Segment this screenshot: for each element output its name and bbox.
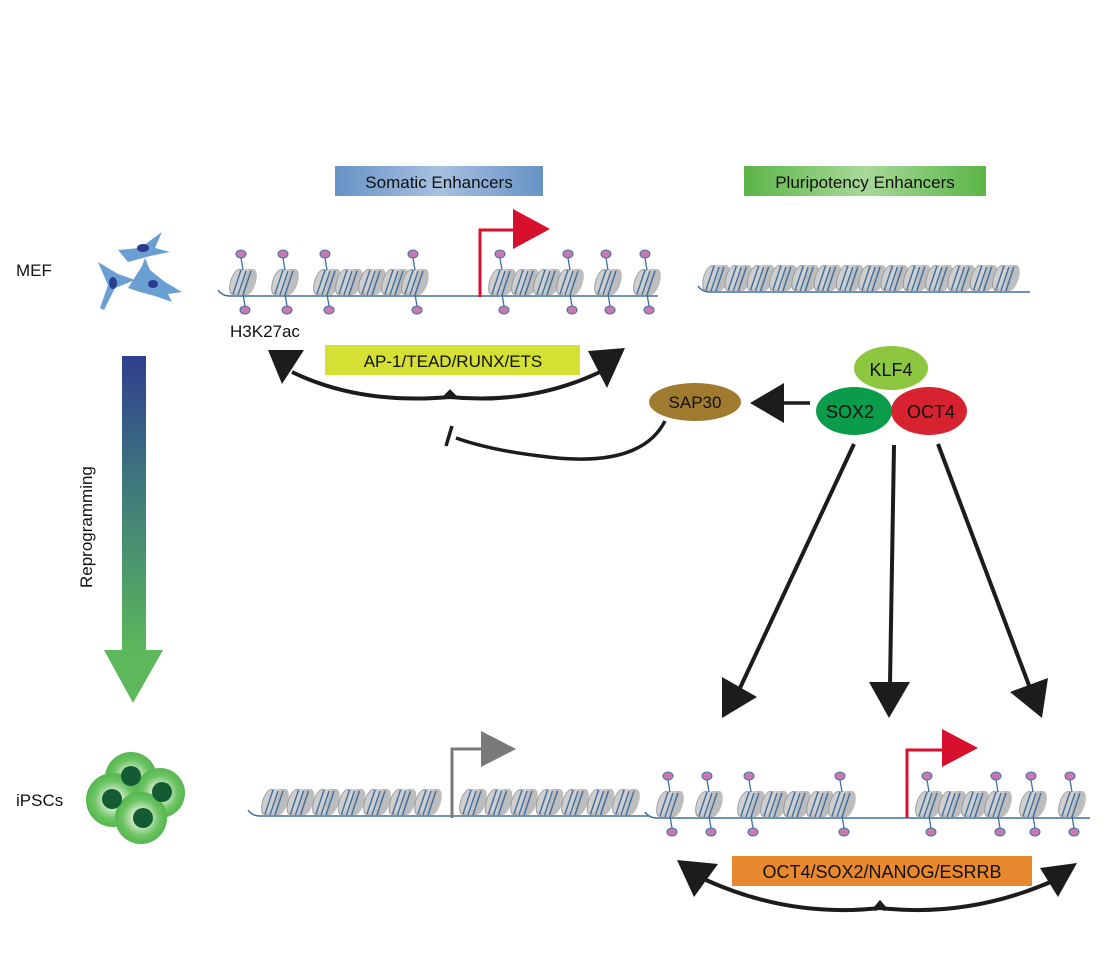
osk-activation-arrows <box>722 443 1048 718</box>
acetylation-mark-icon <box>747 815 759 837</box>
nucleosome-icon <box>226 268 260 296</box>
acetylation-mark-icon <box>281 293 293 315</box>
dna-strand <box>247 809 650 817</box>
nucleosome-icon <box>591 268 625 296</box>
acetylation-mark-icon <box>498 293 510 315</box>
acetylation-mark-icon <box>701 771 713 793</box>
nucleosome-icon <box>456 788 490 816</box>
nucleosome-icon <box>653 790 687 818</box>
dna-strand <box>644 811 1090 819</box>
somatic-tf-label: AP-1/TEAD/RUNX/ETS <box>364 352 543 371</box>
reprogramming-label: Reprogramming <box>77 466 96 588</box>
acetylation-mark-icon <box>838 815 850 837</box>
pluripotency-enhancers-header: Pluripotency Enhancers <box>744 166 986 196</box>
arrowhead-left-icon <box>268 350 304 384</box>
acetylation-mark-icon <box>1029 815 1041 837</box>
acetylation-mark-icon <box>562 249 574 271</box>
nucleosome-icon <box>385 788 420 816</box>
acetylation-mark-icon <box>566 293 578 315</box>
nucleosome-icon <box>334 788 369 816</box>
pluripotency-tf-box: OCT4/SOX2/NANOG/ESRRB <box>732 856 1032 886</box>
acetylation-mark-icon <box>604 293 616 315</box>
ipsc-colony-icon <box>86 752 185 844</box>
acetylation-mark-icon <box>1025 771 1037 793</box>
acetylation-mark-icon <box>925 815 937 837</box>
somatic-enhancer-chromatin-closed <box>247 788 650 817</box>
active-tss-arrow-somatic <box>478 209 550 297</box>
nucleosome-icon <box>1055 790 1089 818</box>
nucleosome-icon <box>507 788 541 816</box>
sap30-label: SAP30 <box>669 393 722 412</box>
ipscs-label: iPSCs <box>16 791 63 810</box>
arrowhead-right-icon <box>1040 863 1077 897</box>
klf4-node: KLF4 <box>854 346 928 390</box>
acetylation-mark-icon <box>1064 771 1076 793</box>
nucleosome-icon <box>1016 790 1050 818</box>
mef-cells-icon <box>98 232 182 310</box>
acetylation-mark-icon <box>235 249 247 271</box>
acetylation-mark-icon <box>323 293 335 315</box>
pluripotency-tf-loop <box>677 860 1077 913</box>
acetylation-mark-icon <box>1068 815 1080 837</box>
somatic-enhancers-header: Somatic Enhancers <box>335 166 543 196</box>
reprogramming-arrow <box>104 356 163 703</box>
sox2-node: SOX2 <box>816 387 892 435</box>
arrowhead-right-icon <box>588 348 625 388</box>
acetylation-mark-icon <box>639 249 651 271</box>
nucleosome-icon <box>558 788 592 816</box>
acetylation-mark-icon <box>990 771 1002 793</box>
inactive-tss-arrow-somatic <box>450 731 516 818</box>
mef-label: MEF <box>16 261 52 280</box>
acetylation-mark-icon <box>494 249 506 271</box>
pluripotency-enhancer-chromatin-active <box>644 771 1090 837</box>
nucleosome-icon <box>309 788 343 816</box>
arrowhead-left-icon <box>677 860 718 897</box>
sap30-node: SAP30 <box>649 383 741 421</box>
acetylation-mark-icon <box>411 293 423 315</box>
acetylation-mark-icon <box>705 815 717 837</box>
nucleosome-icon <box>481 788 516 816</box>
nucleosome-icon <box>532 788 567 816</box>
acetylation-mark-icon <box>662 771 674 793</box>
acetylation-mark-icon <box>834 771 846 793</box>
sap30-inhibition-line <box>444 420 667 461</box>
dna-strand <box>697 285 1030 293</box>
dna-strand <box>217 289 658 297</box>
h3k27ac-label: H3K27ac <box>230 322 300 341</box>
somatic-enhancers-label: Somatic Enhancers <box>365 173 512 192</box>
somatic-tf-box: AP-1/TEAD/RUNX/ETS <box>325 345 580 375</box>
nucleosome-icon <box>268 268 302 296</box>
somatic-tf-loop <box>268 348 625 401</box>
nucleosome-icon <box>609 788 643 816</box>
somatic-enhancer-chromatin-active <box>217 249 664 315</box>
acetylation-mark-icon <box>239 293 251 315</box>
acetylation-mark-icon <box>666 815 678 837</box>
klf4-label: KLF4 <box>869 360 912 380</box>
nucleosome-icon <box>411 788 445 816</box>
pluripotency-tf-label: OCT4/SOX2/NANOG/ESRRB <box>762 862 1001 882</box>
acetylation-mark-icon <box>643 293 655 315</box>
nucleosome-icon <box>360 788 394 816</box>
acetylation-mark-icon <box>277 249 289 271</box>
nucleosome-icon <box>258 788 292 816</box>
nucleosome-icon <box>583 788 618 816</box>
acetylation-mark-icon <box>994 815 1006 837</box>
oct4-node: OCT4 <box>891 387 967 435</box>
sox2-label: SOX2 <box>826 402 874 422</box>
acetylation-mark-icon <box>743 771 755 793</box>
acetylation-mark-icon <box>600 249 612 271</box>
acetylation-mark-icon <box>319 249 331 271</box>
oct4-label: OCT4 <box>907 402 955 422</box>
acetylation-mark-icon <box>921 771 933 793</box>
nucleosome-icon <box>630 268 664 296</box>
osk-to-sap30-arrow <box>750 383 810 423</box>
nucleosome-icon <box>283 788 318 816</box>
nucleosome-icon <box>692 790 726 818</box>
pluripotency-enhancer-chromatin-closed <box>697 264 1030 293</box>
acetylation-mark-icon <box>407 249 419 271</box>
active-tss-arrow-pluripotency <box>905 729 978 818</box>
pluripotency-enhancers-label: Pluripotency Enhancers <box>775 173 955 192</box>
